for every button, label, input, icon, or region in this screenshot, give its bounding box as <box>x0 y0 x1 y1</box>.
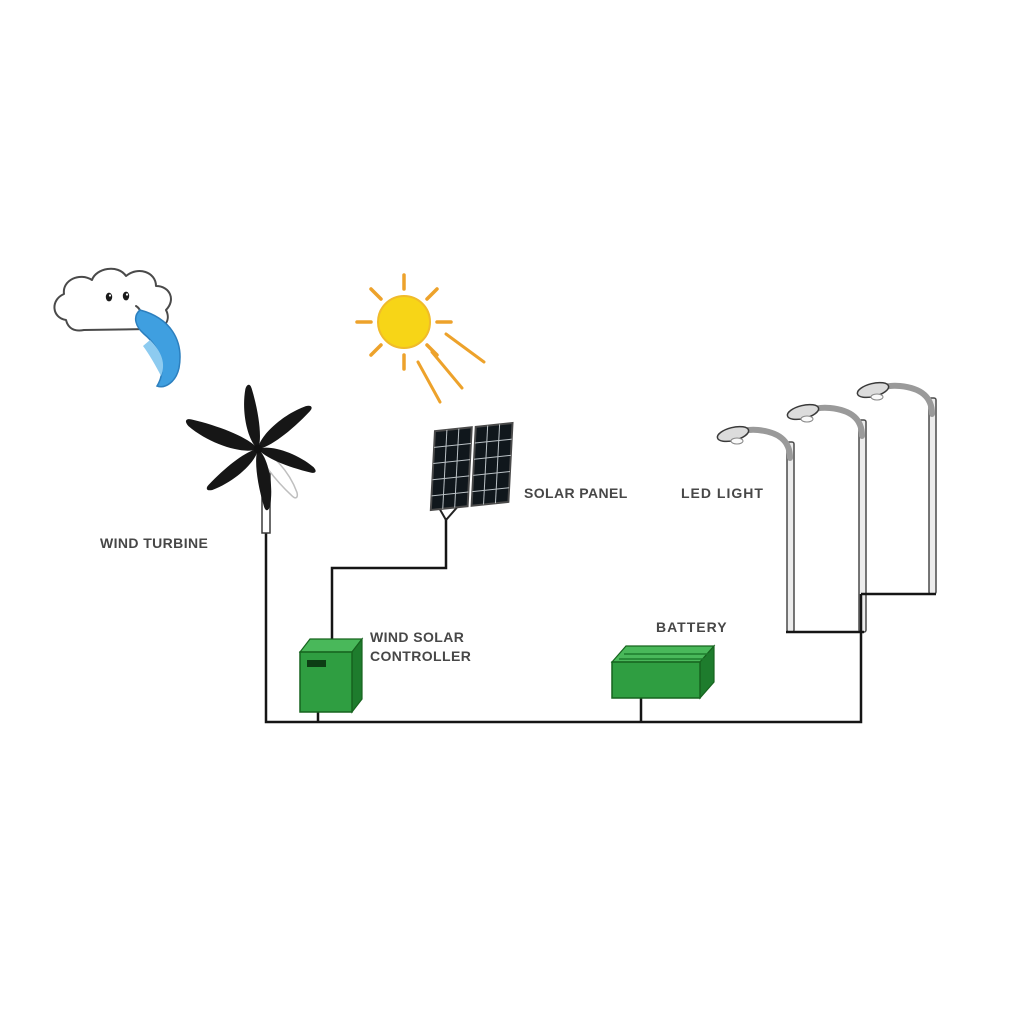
panel-modules <box>429 421 514 512</box>
street-lamp-3 <box>856 381 937 595</box>
turbine-blades <box>185 384 316 511</box>
sun-disc <box>377 295 431 349</box>
solar-panel-label: SOLAR PANEL <box>524 485 628 501</box>
street-lamp-2 <box>786 403 867 633</box>
lamp-bulb <box>730 437 744 445</box>
turbine-blade <box>185 419 258 451</box>
wind-gust-icon <box>134 309 181 388</box>
wind-turbine-label: WIND TURBINE <box>100 535 209 551</box>
cloud-eye-right <box>122 291 130 301</box>
controller-side-face <box>351 637 363 714</box>
turbine-ghost-blade <box>257 448 299 499</box>
battery-label: BATTERY <box>656 619 728 635</box>
turbine-blade <box>258 447 316 473</box>
turbine-hub <box>253 444 263 454</box>
controller-display-slot <box>307 660 326 667</box>
sun-rays <box>355 273 453 371</box>
street-lamp-1 <box>716 425 795 633</box>
lamp-pole <box>928 397 937 595</box>
cloud-eye-glint-right <box>125 293 129 296</box>
controller-label-line2: CONTROLLER <box>370 648 472 664</box>
wind-gust-inner <box>143 340 164 376</box>
controller-label: WIND SOLAR CONTROLLER <box>370 628 471 666</box>
led-light-label: LED LIGHT <box>681 485 764 501</box>
panel-grid <box>431 424 512 509</box>
wire-solar-to-controller <box>330 518 448 641</box>
battery-box-icon <box>610 644 716 700</box>
lamp-bulb <box>800 415 814 423</box>
controller-top-face <box>298 638 364 653</box>
wind-turbine-icon <box>185 384 316 534</box>
cloud-eye-glint-left <box>108 294 112 297</box>
turbine-blade <box>256 449 272 511</box>
sun-icon <box>355 273 486 404</box>
controller-box-icon <box>298 637 364 714</box>
battery-front-face <box>611 661 701 699</box>
turbine-blade <box>258 405 312 449</box>
solar-panel-icon <box>429 421 514 521</box>
cloud-eye-left <box>105 292 113 302</box>
lamp-pole <box>786 441 795 633</box>
lamp-bulb <box>870 393 884 401</box>
controller-label-line1: WIND SOLAR <box>370 629 465 645</box>
wire-main-bus <box>264 532 863 724</box>
wind-cloud-icon <box>53 267 181 388</box>
turbine-blade <box>206 449 258 491</box>
turbine-blade <box>244 384 260 449</box>
sun-long-rays <box>416 332 486 404</box>
led-street-lights-icon <box>716 381 937 634</box>
